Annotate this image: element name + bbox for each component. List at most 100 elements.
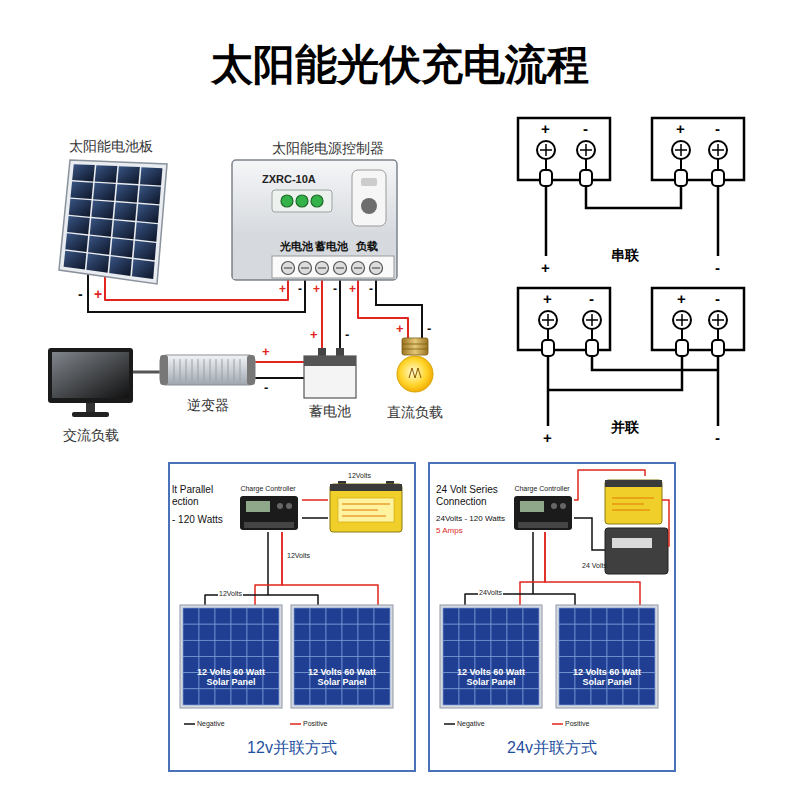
parallel-wire — [548, 356, 718, 426]
solar-cell — [358, 689, 374, 705]
battery-outline — [652, 288, 744, 350]
solar-cell — [507, 640, 523, 656]
solar-cell — [310, 624, 326, 640]
solar-cell — [374, 608, 390, 624]
terminal-sign: + — [349, 283, 356, 295]
solar-cell — [263, 689, 279, 705]
solar-cell — [342, 608, 358, 624]
solar-cell — [326, 689, 342, 705]
inverter-cap — [160, 355, 168, 385]
solar-cell — [623, 640, 639, 656]
solar-cell — [358, 624, 374, 640]
solar-cell — [183, 689, 199, 705]
solar-cell — [623, 608, 639, 624]
part-name: 蓄电池 — [304, 403, 356, 419]
charge-controller: Charge Controller — [236, 484, 302, 532]
legend-text: Positive — [565, 720, 590, 727]
button-symbol — [560, 503, 566, 509]
bulb-filament — [409, 368, 421, 378]
screw-terminal — [299, 262, 312, 275]
solar-cell — [507, 608, 523, 624]
battery: 12Volts — [328, 472, 404, 534]
battery-art — [328, 472, 404, 534]
solar-cell — [374, 689, 390, 705]
legend-text: Negative — [197, 720, 225, 727]
panel-frame — [180, 605, 282, 708]
solar-cell — [443, 640, 459, 656]
solar-cell — [523, 689, 539, 705]
terminal-clamp — [542, 340, 554, 356]
solar-cell — [109, 256, 132, 276]
solar-cell — [114, 202, 137, 221]
solar-cell — [523, 608, 539, 624]
solar-cell — [310, 640, 326, 656]
solar-cell — [90, 218, 113, 237]
wire-connector — [255, 361, 304, 363]
battery-sticker — [338, 498, 394, 522]
solar-cell — [140, 167, 162, 185]
solar-cell — [459, 689, 475, 705]
solar-cell — [116, 184, 139, 202]
panel-rating: 12 Volts 60 Watt Solar Panel — [448, 667, 534, 688]
panel-rating: 12 Volts 60 Watt Solar Panel — [188, 667, 274, 688]
knob-slot — [361, 178, 377, 186]
sticker-stripes — [342, 504, 390, 516]
solar-cell — [523, 640, 539, 656]
solar-cell — [231, 689, 247, 705]
battery-sticker — [612, 538, 652, 548]
terminal-sign: + — [541, 121, 550, 136]
solar-cell — [135, 222, 158, 241]
solar-cell — [199, 608, 215, 624]
solar-cell — [247, 624, 263, 640]
solar-cell — [575, 624, 591, 640]
terminal-lead — [546, 159, 718, 170]
terminal-sign: + — [677, 291, 686, 306]
series-link — [662, 500, 669, 546]
solar-cell — [559, 689, 575, 705]
sticker-stripes — [612, 498, 654, 510]
wire-connector — [282, 532, 378, 605]
terminal-sign: + — [313, 283, 320, 295]
solar-cell — [65, 233, 88, 252]
solar-cell — [591, 608, 607, 624]
solar-cell — [199, 640, 215, 656]
battery: 蓄电池 — [304, 348, 356, 423]
legend-sample — [552, 721, 563, 727]
solar-cell — [215, 640, 231, 656]
terminal-sign: - — [78, 287, 83, 301]
solar-cell — [72, 164, 95, 181]
solar-cell — [183, 673, 199, 689]
model-number: ZXRC-10A — [262, 173, 316, 186]
solar-cell — [443, 624, 459, 640]
solar-cell — [231, 624, 247, 640]
part-name: 太阳能电源控制器 — [272, 140, 384, 156]
solar-cell — [294, 608, 310, 624]
legend-item: Positive — [552, 714, 590, 724]
controller-body — [514, 496, 572, 530]
solar-cell — [86, 253, 109, 272]
legend-item: Positive — [290, 714, 328, 724]
terminal-sign: - — [589, 291, 594, 306]
solar-cell — [342, 689, 358, 705]
legend-line — [290, 723, 301, 725]
terminal-label: 光电池 — [279, 240, 315, 253]
terminal-sign: - — [427, 322, 431, 335]
legend-line — [444, 723, 455, 725]
solar-cell — [199, 689, 215, 705]
legend-item: Negative — [444, 714, 485, 724]
solar-cell — [342, 624, 358, 640]
device-label: Charge Controller — [236, 485, 300, 493]
panel-frame — [59, 160, 167, 284]
screw-slot — [336, 267, 344, 268]
solar-cell — [112, 220, 135, 239]
solar-cell — [475, 624, 491, 640]
battery-pair: 24 Volts — [582, 476, 671, 580]
battery-body — [304, 356, 356, 398]
voltage-label: 24 Volts — [582, 562, 607, 570]
dc-load: 直流负载 — [384, 338, 446, 424]
voltage-label: 12Volts — [348, 472, 371, 480]
solar-panel: 太阳能电池板 — [55, 138, 175, 287]
terminal-sign: - — [298, 283, 302, 295]
part-name: 太阳能电池板 — [69, 138, 153, 154]
